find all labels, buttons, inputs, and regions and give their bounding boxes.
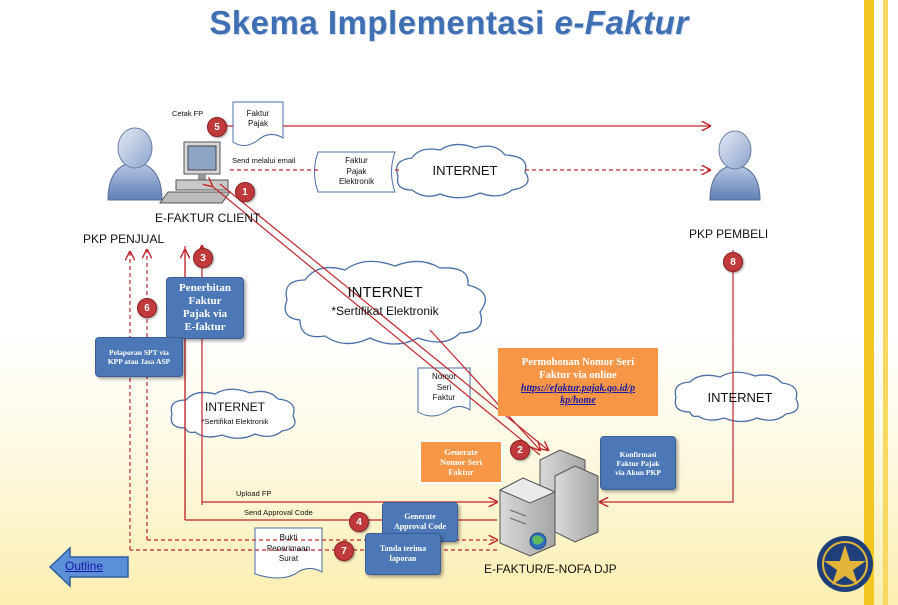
send-email-label: Send melalui email <box>232 156 296 165</box>
pelaporan-box: Pelaporan SPT via KPP atau Jasa ASP <box>95 337 183 377</box>
bukti-penerimaan-document-icon <box>254 527 323 579</box>
back-arrow-icon <box>48 546 129 588</box>
cloud-left-subtitle: *Sertifikat Elektronik <box>201 417 269 426</box>
step-badge-1: 1 <box>235 182 255 202</box>
edge-decoration-bar-thin <box>883 0 888 605</box>
send-approval-label: Send Approval Code <box>244 508 313 517</box>
faktur-pajak-doc-text: Faktur Pajak <box>246 108 270 128</box>
cloud-right-label: INTERNET <box>707 390 773 405</box>
permohonan-link[interactable]: https://efaktur.pajak.go.id/p kp/home <box>520 382 636 406</box>
djp-label: E-FAKTUR/E-NOFA DJP <box>484 562 617 576</box>
page-title: Skema Implementasi e-Faktur <box>209 4 689 41</box>
cetak-fp-label: Cetak FP <box>172 109 204 118</box>
generate-nomor-box: Generate Nomor Seri Faktur <box>419 440 503 484</box>
bukti-penerimaan-doc-text: Bukti Penerimaan Surat <box>266 533 311 564</box>
seller-label: PKP PENJUAL <box>83 232 165 246</box>
step-badge-8: 8 <box>723 252 743 272</box>
cloud-center-subtitle: *Sertifikat Elektronik <box>331 304 439 318</box>
faktur-elektronik-document-icon <box>314 151 396 193</box>
ministry-emblem-icon <box>817 536 873 592</box>
step-badge-7: 7 <box>334 541 354 561</box>
cloud-center-title: INTERNET <box>347 284 423 301</box>
client-label: E-FAKTUR CLIENT <box>155 211 261 225</box>
upload-fp-label: Upload FP <box>236 489 272 498</box>
seller-person-icon <box>107 127 163 201</box>
konfirmasi-box: Konfirmasi Faktur Pajak via Akun PKP <box>600 436 676 490</box>
step-badge-2: 2 <box>510 440 530 460</box>
cloud-left-title: INTERNET <box>205 400 265 414</box>
internet-cloud-top <box>395 143 529 199</box>
outline-button[interactable]: Outline <box>48 546 130 588</box>
penerbitan-box: Penerbitan Faktur Pajak via E-faktur <box>166 277 244 339</box>
permohonan-text: Permohonan Nomor Seri Faktur via online <box>521 357 635 381</box>
cloud-top-label: INTERNET <box>432 163 498 178</box>
tanda-terima-box: Tanda terima laporan <box>365 533 441 575</box>
buyer-label: PKP PEMBELI <box>689 227 769 241</box>
step-badge-4: 4 <box>349 512 369 532</box>
outline-link[interactable]: Outline <box>65 559 104 573</box>
edge-decoration-bar <box>864 0 874 605</box>
faktur-pajak-document-icon <box>232 101 284 146</box>
internet-cloud-right <box>674 371 799 423</box>
internet-cloud-center <box>284 260 486 345</box>
nomor-seri-doc-text: Nomor Seri Faktur <box>431 372 456 403</box>
faktur-elektronik-doc-text: Faktur Pajak Elektronik <box>338 156 375 187</box>
computer-icon <box>159 141 231 204</box>
step-badge-6: 6 <box>137 298 157 318</box>
nomor-seri-document-icon <box>417 367 471 417</box>
server-icon <box>498 449 599 557</box>
step-badge-5: 5 <box>207 117 227 137</box>
permohonan-box: Permohonan Nomor Seri Faktur via online … <box>498 348 658 416</box>
step-badge-3: 3 <box>193 248 213 268</box>
buyer-person-icon <box>709 130 761 201</box>
